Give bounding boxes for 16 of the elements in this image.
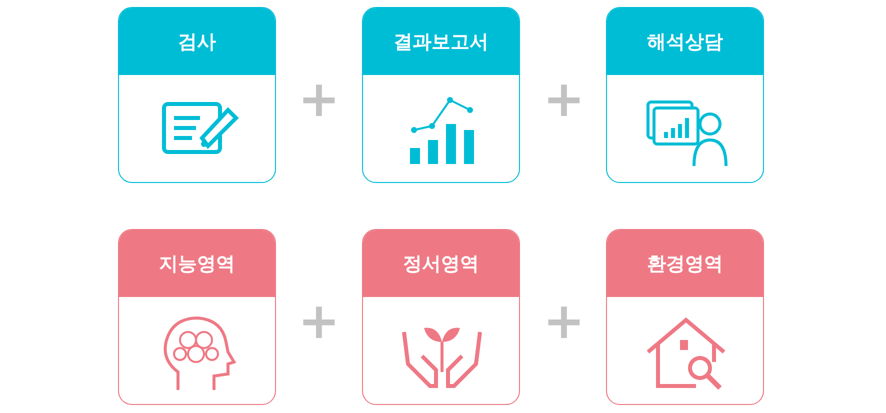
info-card xyxy=(606,229,764,405)
info-card xyxy=(606,7,764,183)
card-header: 환경영역 xyxy=(607,230,763,297)
info-card xyxy=(118,7,276,183)
info-card xyxy=(118,229,276,405)
info-card xyxy=(362,229,520,405)
card-header: 검사 xyxy=(119,8,275,75)
info-card xyxy=(362,7,520,183)
card-header: 지능영역 xyxy=(119,230,275,297)
plus-sign: + xyxy=(543,296,583,346)
card-header: 결과보고서 xyxy=(363,8,519,75)
plus-sign: + xyxy=(298,74,338,124)
plus-sign: + xyxy=(298,296,338,346)
plus-sign: + xyxy=(543,74,583,124)
card-header: 정서영역 xyxy=(363,230,519,297)
card-header: 해석상담 xyxy=(607,8,763,75)
